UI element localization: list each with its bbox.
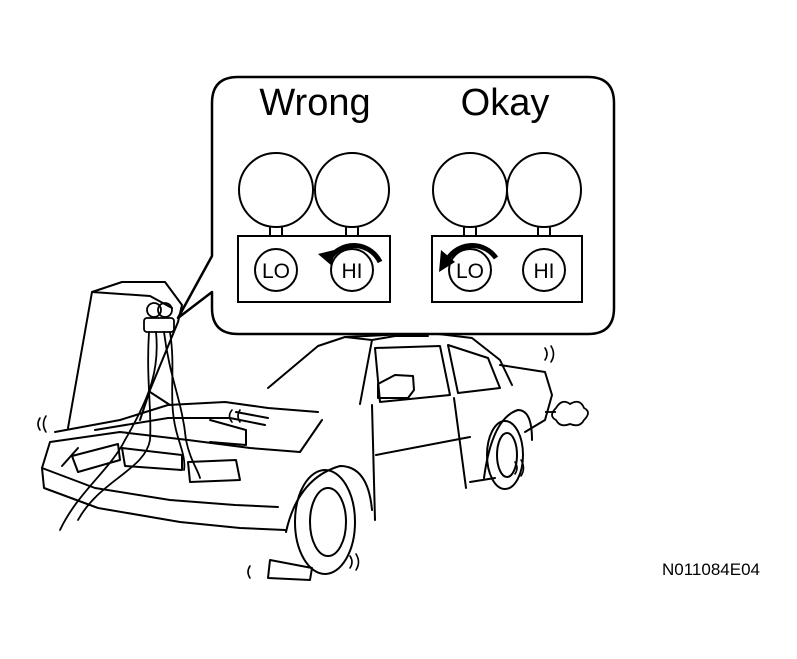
wrong-lo-knob-label: LO — [262, 260, 290, 283]
okay-lo-knob-label: LO — [456, 260, 484, 283]
okay-gauge-set — [431, 152, 583, 303]
wrong-gauge-set — [237, 152, 391, 303]
okay-heading: Okay — [461, 82, 550, 124]
rotation-arrow-head — [439, 250, 455, 272]
rotation-arrow-icon — [443, 243, 499, 264]
headlight-left — [71, 443, 121, 473]
raised-hood — [67, 281, 183, 429]
front-wheel — [294, 469, 356, 575]
wrong-lo-valve-knob — [254, 248, 298, 292]
wheel-chock — [267, 559, 313, 581]
vibration-mark-icon — [514, 459, 525, 477]
rotation-arrow-head — [318, 250, 334, 266]
side-mirror — [377, 374, 415, 399]
rear-wheel — [486, 420, 524, 490]
vibration-mark-icon — [544, 345, 555, 363]
vibration-mark-icon — [247, 565, 251, 579]
figure-code: N011084E04 — [662, 560, 760, 579]
exhaust-puff-icon — [545, 400, 589, 427]
front-wheel-arch — [285, 465, 373, 533]
rotation-arrow-icon — [327, 243, 383, 264]
okay-hi-valve-knob — [522, 248, 566, 292]
wrong-heading: Wrong — [259, 82, 370, 124]
wrong-lo-gauge-dial — [238, 152, 314, 228]
engine-bay — [54, 401, 319, 433]
wrong-hi-gauge-dial — [314, 152, 390, 228]
rear-wheel-arch — [483, 409, 533, 479]
okay-lo-valve-knob — [448, 248, 492, 292]
vibration-mark-icon — [228, 409, 241, 423]
wrong-hi-knob-label: HI — [342, 260, 363, 283]
wrong-hi-valve-knob — [330, 248, 374, 292]
headlight-right — [187, 459, 241, 483]
gauge-hoses — [59, 302, 201, 531]
okay-lo-gauge-dial — [432, 152, 508, 228]
vibration-mark-icon — [349, 553, 360, 571]
okay-hi-gauge-dial — [506, 152, 582, 228]
callout-bubble: Wrong Okay LO HI LO HI — [176, 75, 616, 336]
vibration-mark-icon — [37, 415, 47, 433]
vibration-marks — [37, 345, 555, 579]
windshield — [267, 336, 373, 405]
okay-hi-knob-label: HI — [534, 260, 555, 283]
front-bumper — [41, 419, 323, 469]
car-illustration — [41, 281, 553, 581]
